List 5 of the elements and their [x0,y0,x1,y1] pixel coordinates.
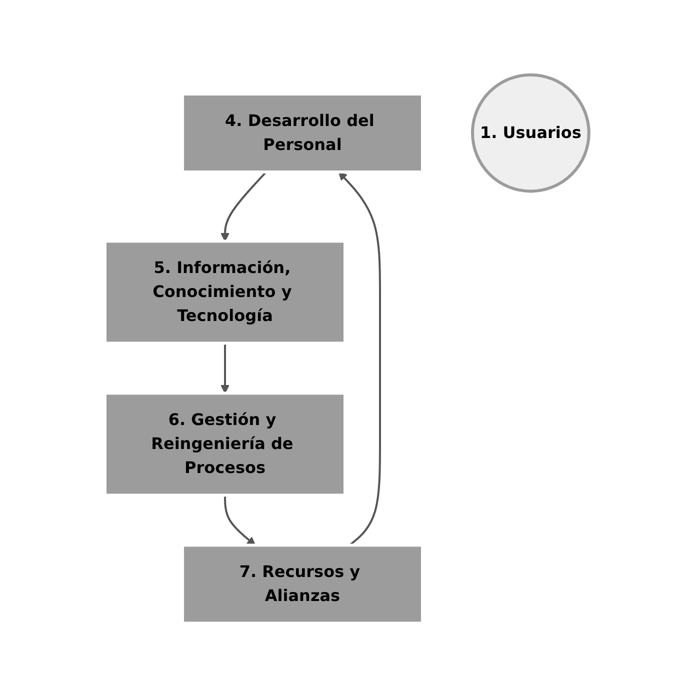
arrow [224,495,256,546]
node-circle: 1. Usuarios [471,73,590,193]
arrow [220,171,267,242]
arrow [338,172,382,546]
arrow [220,343,230,394]
